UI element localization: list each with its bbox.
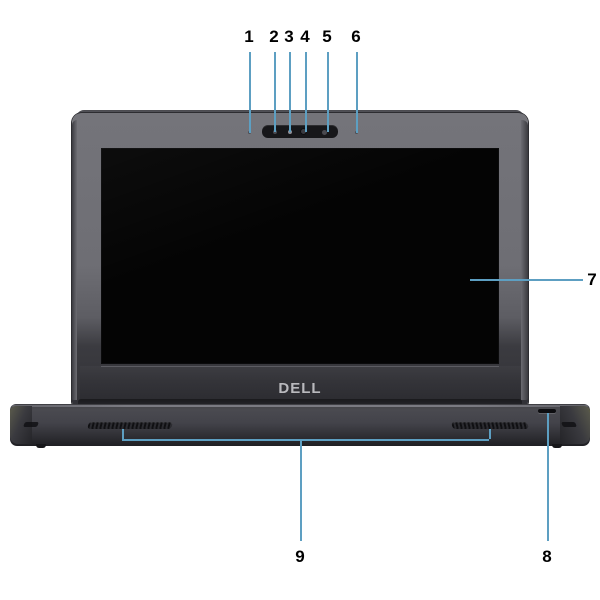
- callout-number-5: 5: [322, 27, 332, 46]
- leader-bracket-9: [122, 439, 489, 441]
- callout-number-7: 7: [587, 270, 597, 289]
- speaker-grille-left: [87, 422, 173, 429]
- leader-line-1: [249, 52, 251, 133]
- card-slot: [538, 409, 556, 413]
- leader-line-7: [470, 279, 583, 281]
- lid-right-edge: [521, 120, 528, 400]
- display-panel: [101, 148, 499, 364]
- leader-line-4: [305, 52, 307, 132]
- camera-status-led-icon: [288, 130, 292, 134]
- lid-left-edge: [72, 120, 77, 400]
- callout-number-3: 3: [284, 27, 294, 46]
- leader-line-8: [547, 413, 549, 541]
- base-foot-right: [552, 444, 562, 448]
- callout-number-1: 1: [244, 27, 254, 46]
- base-left-bevel: [10, 406, 32, 444]
- leader-line-3: [289, 52, 291, 132]
- speaker-grille-right: [451, 422, 529, 429]
- camera-emitter-left-icon: [273, 130, 277, 134]
- dell-logo: DELL: [0, 380, 600, 397]
- chin-hairline: [101, 366, 499, 367]
- lid-bottom-chin: [80, 366, 521, 404]
- base-foot-left: [36, 444, 46, 448]
- callout-number-9: 9: [295, 547, 305, 566]
- camera-lens-icon: [300, 128, 307, 135]
- hinge-shadow: [78, 399, 522, 408]
- callout-number-8: 8: [542, 547, 552, 566]
- leader-line-5: [327, 52, 329, 132]
- leader-line-6: [356, 52, 358, 133]
- base-vent-right: [560, 422, 578, 427]
- leader-bracket-tick-right-9: [489, 429, 491, 439]
- callout-number-2: 2: [269, 27, 279, 46]
- leader-line-9: [300, 441, 302, 541]
- camera-emitter-right-icon: [322, 130, 327, 135]
- base-vent-left: [22, 422, 40, 427]
- dell-wordmark: DELL: [278, 380, 322, 397]
- base-top-highlight: [12, 405, 588, 407]
- leader-line-2: [274, 52, 276, 132]
- callout-number-4: 4: [300, 27, 310, 46]
- leader-bracket-tick-left-9: [122, 429, 124, 439]
- callout-number-6: 6: [351, 27, 361, 46]
